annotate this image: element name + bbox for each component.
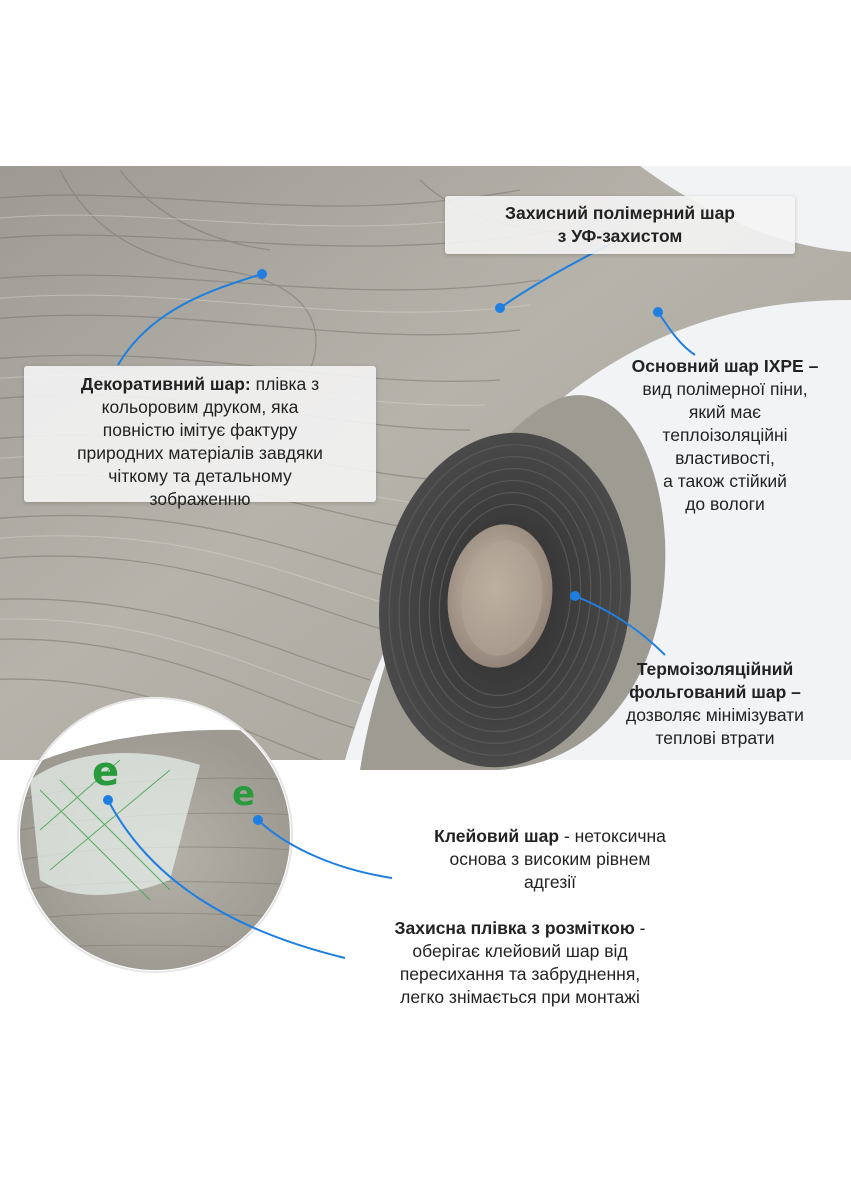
callout-protective-box [445, 196, 795, 254]
dot-adhesive-icon [253, 815, 263, 825]
leader-thermo [574, 595, 666, 656]
thermo-line-1: дозволяє мінімізувати [626, 705, 804, 725]
zoom-inset: e e [17, 697, 293, 973]
dot-decorative-icon [257, 269, 267, 279]
film-line-2: пересихання та забруднення, [399, 964, 641, 984]
film-rest: - [634, 918, 646, 938]
protective-title: Захисний полімерний шар [505, 203, 735, 223]
dot-base-icon [653, 307, 663, 317]
base-line-5: а також стійкий [663, 471, 787, 491]
thermo-bold-1: Термоізоляційний [636, 659, 794, 679]
leader-decorative [117, 273, 263, 366]
base-line-4: властивості, [675, 448, 775, 468]
thermo-line-2: теплові втрати [655, 728, 775, 748]
callout-decorative-box [24, 366, 376, 502]
callout-protective-film: Захисна плівка з розміткою - оберігає кл… [330, 917, 710, 1009]
leader-lines [107, 243, 696, 959]
adhesive-rest: - нетоксична [559, 826, 666, 846]
decorative-line-1: кольоровим друком, яка [101, 397, 299, 417]
leader-base [657, 311, 696, 356]
decorative-bold: Декоративний шар: [80, 374, 251, 394]
adhesive-line-2: адгезії [523, 872, 577, 892]
leader-adhesive [257, 819, 393, 879]
film-line-3: легко знімається при монтажі [400, 987, 640, 1007]
brand-mark-icon: e [92, 749, 119, 795]
decorative-line-5: зображенню [149, 489, 251, 509]
adhesive-bold: Клейовий шар [434, 826, 560, 846]
leader-film [107, 799, 346, 959]
dot-film-icon [103, 795, 113, 805]
thermo-bold-2: фольгований шар – [629, 682, 801, 702]
decorative-line-3: природних матеріалів завдяки [77, 443, 323, 463]
decorative-rest: плівка з [250, 374, 320, 394]
film-bold: Захисна плівка з розміткою [394, 918, 635, 938]
decorative-line-4: чіткому та детальному [108, 466, 292, 486]
callout-thermo-layer: Термоізоляційний фольгований шар – дозво… [580, 658, 850, 750]
callout-adhesive-layer: Клейовий шар - нетоксична основа з висок… [390, 825, 710, 894]
dot-protective-icon [495, 303, 505, 313]
protective-line2: з УФ-захистом [557, 226, 683, 246]
callout-decorative-layer: Декоративний шар: плівка з кольоровим др… [24, 373, 376, 511]
brand-mark-icon-2: e [232, 774, 255, 814]
leader-dots [103, 269, 663, 825]
base-line-3: теплоізоляційні [662, 425, 788, 445]
base-line-1: вид полімерної піни, [642, 379, 808, 399]
callout-protective-layer: Захисний полімерний шар з УФ-захистом [445, 202, 795, 248]
dot-thermo-icon [570, 591, 580, 601]
decorative-line-2: повністю імітує фактуру [102, 420, 298, 440]
callout-base-layer: Основний шар IXPE – вид полімерної піни,… [600, 355, 850, 516]
base-line-6: до вологи [685, 494, 765, 514]
base-bold: Основний шар IXPE – [631, 356, 819, 376]
roll [360, 395, 666, 770]
wood-sheet [0, 166, 851, 760]
film-line-1: оберігає клейовий шар від [412, 941, 628, 961]
base-line-2: який має [688, 402, 762, 422]
adhesive-line-1: основа з високим рівнем [449, 849, 651, 869]
